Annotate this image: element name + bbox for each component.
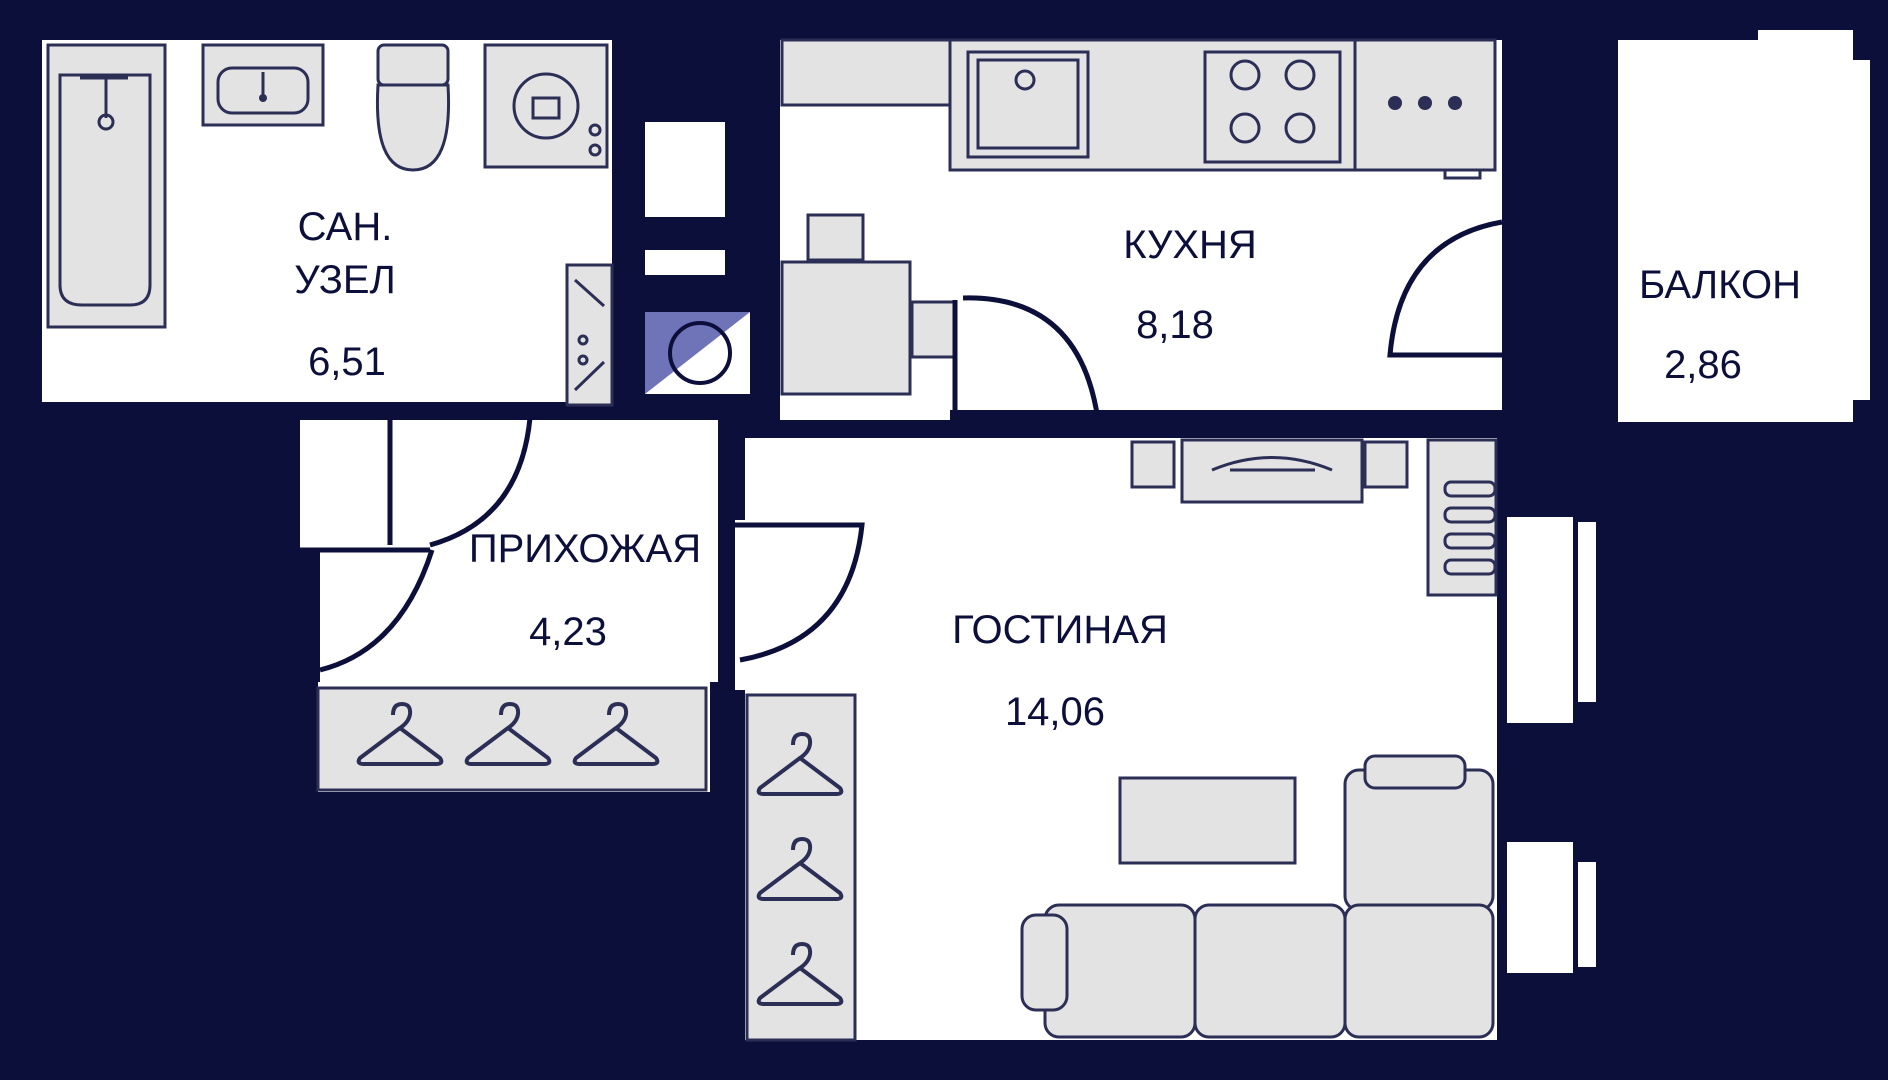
living-wardrobe	[745, 693, 857, 1042]
balcony-name: БАЛКОН	[1639, 263, 1801, 307]
hanger-icon	[356, 702, 444, 766]
kitchen-table	[780, 213, 957, 396]
balcony-area: 2,86	[1664, 343, 1742, 387]
balcony-floor	[1618, 40, 1853, 422]
kitchen-counter	[780, 38, 1497, 180]
tv-stand	[1130, 438, 1409, 504]
ventilation-shaft	[645, 312, 750, 394]
sofa	[1020, 754, 1495, 1039]
room-labels: САН. УЗЕЛ 6,51 КУХНЯ 8,18 БАЛКОН 2,86 ПР…	[294, 205, 1801, 734]
bathroom-area: 6,51	[308, 340, 386, 384]
hanger-icon	[572, 702, 660, 766]
hanger-icon	[756, 942, 844, 1006]
kitchen-door	[952, 295, 1101, 425]
washing-machine-icon	[483, 43, 609, 169]
bookshelf	[1426, 438, 1498, 597]
kitchen-name: КУХНЯ	[1123, 223, 1257, 267]
hallway-area: 4,23	[529, 610, 607, 654]
sink-icon	[201, 43, 325, 127]
bathroom-door	[300, 417, 533, 553]
living-area: 14,06	[1005, 690, 1105, 734]
hangers	[356, 702, 844, 1006]
bathroom-name-line1: САН.	[298, 205, 393, 249]
hallway-name: ПРИХОЖАЯ	[469, 527, 701, 571]
entrance-door	[319, 522, 865, 673]
kitchen-area: 8,18	[1136, 303, 1214, 347]
balcony-door	[1387, 219, 1520, 358]
bathroom-name-line2: УЗЕЛ	[294, 258, 396, 302]
coffee-table	[1118, 776, 1297, 865]
bathtub-icon	[46, 43, 167, 329]
windows	[1503, 30, 1870, 977]
hanger-icon	[756, 732, 844, 796]
hanger-icon	[756, 837, 844, 901]
living-name: ГОСТИНАЯ	[952, 608, 1168, 652]
toilet-icon	[375, 43, 451, 172]
boiler-icon	[565, 263, 614, 407]
hanger-icon	[464, 702, 552, 766]
